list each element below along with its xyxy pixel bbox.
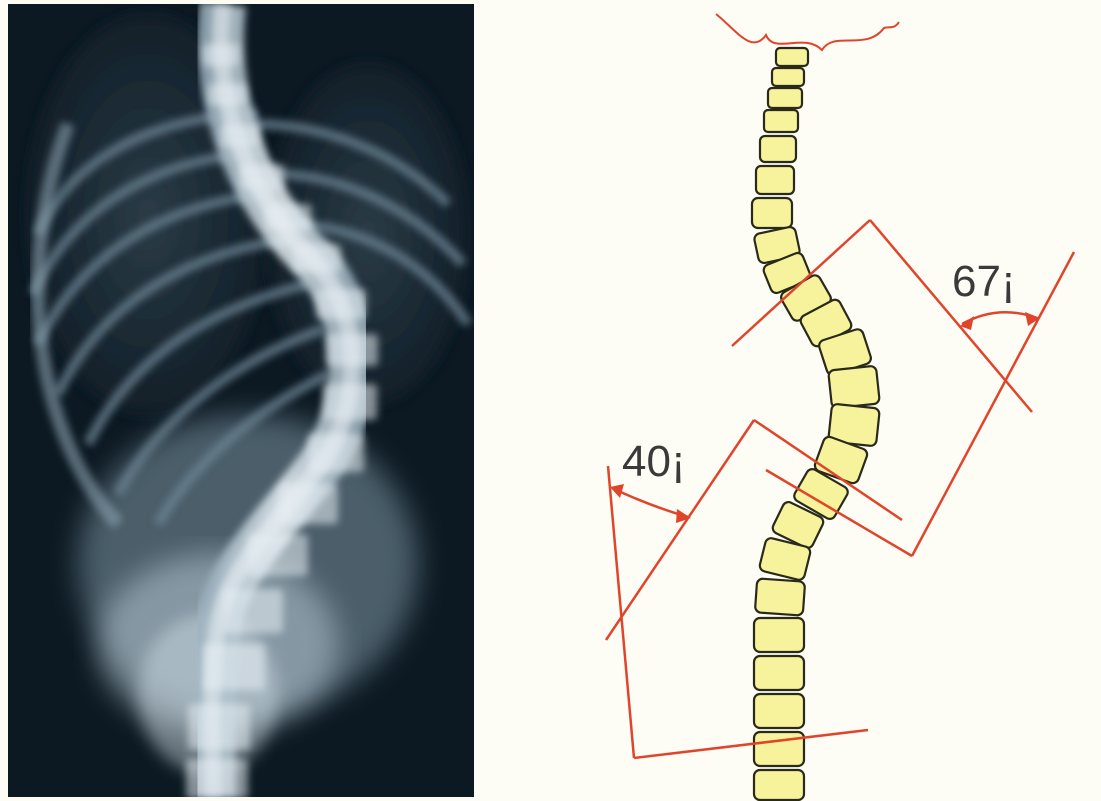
xray-image <box>8 4 474 797</box>
upper-angle-label: 67¡ <box>952 257 1016 306</box>
vertebra <box>828 366 880 409</box>
vertebra <box>756 166 794 194</box>
vertebrae-chain <box>752 48 880 800</box>
vertebra <box>754 732 804 766</box>
vertebra <box>768 88 802 108</box>
vertebra <box>760 136 796 162</box>
head-outline <box>716 14 899 50</box>
vertebra <box>776 48 808 66</box>
vertebra <box>754 770 804 800</box>
vertebra <box>752 198 792 228</box>
xray-svg <box>8 4 474 797</box>
vertebra <box>754 694 804 728</box>
vertebra <box>754 618 804 652</box>
vertebra <box>764 110 798 132</box>
lower-angle-arc <box>612 488 688 517</box>
vertebra <box>755 578 805 615</box>
spine-diagram: 67¡ 40¡ <box>474 0 1101 801</box>
diagram-svg: 67¡ 40¡ <box>474 0 1101 801</box>
vertebra <box>772 68 804 86</box>
lower-angle-label: 40¡ <box>622 437 686 486</box>
vertebra <box>754 656 804 690</box>
